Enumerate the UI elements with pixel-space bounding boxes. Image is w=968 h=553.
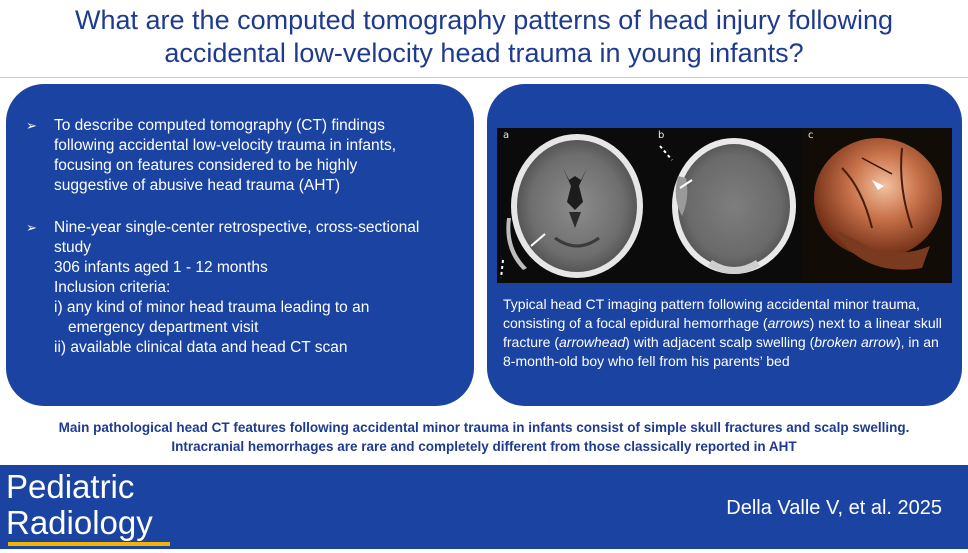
image-label-c: c — [808, 130, 814, 141]
caption-emphasis: broken arrow — [814, 334, 896, 350]
bullet-text: Nine-year single-center retrospective, c… — [54, 219, 420, 236]
caption-emphasis: arrows — [767, 315, 810, 331]
ct-image-strip: a b — [497, 128, 952, 283]
image-label-b: b — [658, 130, 665, 141]
caption-emphasis: arrowhead — [559, 334, 626, 350]
ct-image-3d-c: c — [802, 128, 952, 283]
page-title: What are the computed tomography pattern… — [0, 4, 968, 74]
citation: Della Valle V, et al. 2025 — [726, 497, 942, 519]
arrowhead-bullet-icon: ➢ — [26, 118, 37, 133]
image-label-a: a — [503, 130, 510, 141]
figure-caption: Typical head CT imaging pattern followin… — [503, 295, 953, 371]
caption-text: ) next to a linear skull fracture ( — [503, 315, 942, 350]
key-summary: Main pathological head CT features follo… — [0, 418, 968, 456]
inclusion-criterion: ii) available clinical data and head CT … — [54, 339, 348, 356]
journal-name-line-1: Pediatric — [6, 468, 135, 505]
bullet-text: 306 infants aged 1 - 12 months — [54, 259, 268, 276]
journal-name-line-2: Radiology — [6, 504, 153, 541]
summary-line-2: Intracranial hemorrhages are rare and co… — [171, 439, 797, 454]
inclusion-criterion: emergency department visit — [68, 319, 259, 336]
journal-logo: Pediatric Radiology — [6, 469, 153, 541]
bullet-methods: ➢ Nine-year single-center retrospective,… — [26, 218, 466, 358]
caption-text: ), in an 8-month-old boy who fell from h… — [503, 334, 939, 369]
caption-text: Typical head CT imaging pattern followin… — [503, 296, 920, 331]
bullet-list: ➢ To describe computed tomography (CT) f… — [26, 116, 466, 358]
title-line-2: accidental low-velocity head trauma in y… — [164, 38, 804, 68]
ct-image-axial-b: b — [652, 128, 802, 283]
bullet-text: Inclusion criteria: — [54, 279, 171, 296]
findings-panel: a b — [487, 84, 962, 406]
objectives-panel: ➢ To describe computed tomography (CT) f… — [6, 84, 474, 406]
ct-image-axial-a: a — [497, 128, 652, 283]
bullet-text: following accidental low-velocity trauma… — [54, 137, 397, 154]
inclusion-criterion: i) any kind of minor head trauma leading… — [54, 299, 370, 316]
journal-logo-underline — [8, 542, 170, 546]
bullet-text: suggestive of abusive head trauma (AHT) — [54, 177, 341, 194]
title-divider — [0, 77, 968, 78]
caption-text: ) with adjacent scalp swelling ( — [625, 334, 815, 350]
bullet-objective: ➢ To describe computed tomography (CT) f… — [26, 116, 466, 196]
title-line-1: What are the computed tomography pattern… — [75, 5, 893, 35]
arrowhead-bullet-icon: ➢ — [26, 220, 37, 235]
summary-line-1: Main pathological head CT features follo… — [58, 420, 910, 435]
bullet-text: focusing on features considered to be hi… — [54, 157, 358, 174]
bullet-text: To describe computed tomography (CT) fin… — [54, 117, 385, 134]
footer-banner: Pediatric Radiology Della Valle V, et al… — [0, 465, 968, 549]
bullet-text: study — [54, 239, 92, 256]
